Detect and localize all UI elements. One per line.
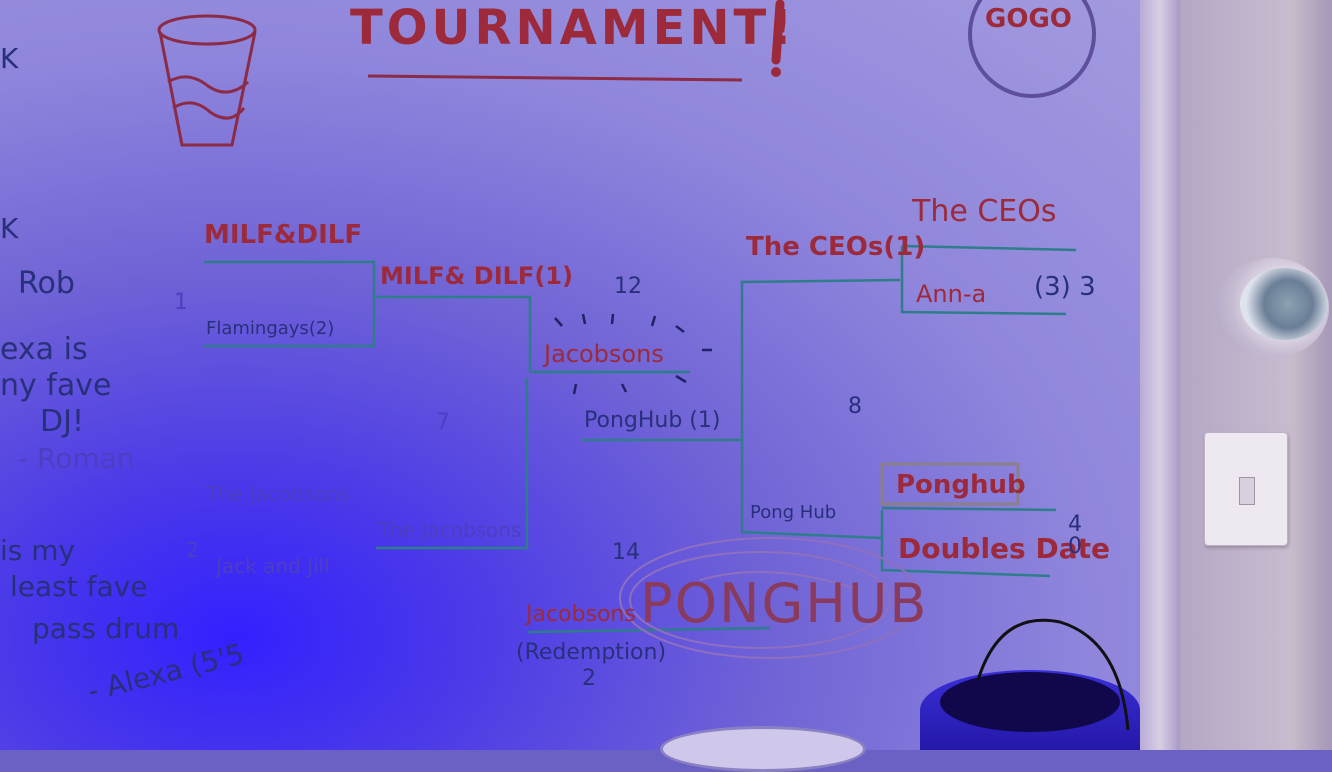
light-switch-toggle (1239, 477, 1255, 505)
light-switch-plate (1204, 432, 1288, 546)
bucket-handle (976, 618, 1130, 731)
team-jack-jill: Jack and Jill (216, 554, 330, 578)
note-k1: K (0, 42, 19, 75)
team-anna: Ann-a (916, 280, 987, 308)
number-14: 14 (612, 540, 640, 565)
logo-circle (968, 0, 1096, 98)
redemption-score: 2 (582, 666, 596, 691)
score-anna: (3) 3 (1034, 272, 1096, 302)
note1-sign: - Roman (18, 442, 135, 475)
number-7: 7 (436, 410, 450, 435)
team-flamingays: Flamingays(2) (206, 318, 335, 339)
note1-line2: ny fave (0, 368, 112, 403)
team-ceos-top: The CEOs (912, 194, 1057, 229)
cup-drawing (157, 14, 257, 147)
whiteboard (0, 0, 1170, 750)
team-ponghub-right: Ponghub (896, 470, 1026, 500)
score-doubles: 4 0 (1068, 512, 1082, 559)
winner-ponghub: PONGHUB (640, 572, 929, 635)
title: TOURNAMENT! (350, 0, 797, 56)
team-ponghub-mid: Pong Hub (750, 502, 837, 523)
team-jacobsons-r2: The Jacobsons (378, 518, 522, 542)
number-8: 8 (848, 394, 862, 419)
team-ponghub-r3: PongHub (1) (584, 408, 721, 433)
light-bulb (1240, 268, 1328, 340)
team-doubles-date: Doubles Date (898, 532, 1110, 565)
note2-line1: is my (0, 534, 76, 567)
team-milf-dilf-r1: MILF&DILF (204, 220, 363, 250)
whiteboard-frame (1140, 0, 1180, 750)
note1-line3: DJ! (40, 404, 84, 439)
number-2: 2 (186, 538, 199, 562)
logo-text: GOGO (985, 4, 1072, 34)
note-k2: K (0, 212, 19, 245)
team-ceos-semi: The CEOs(1) (746, 232, 926, 262)
team-milf-dilf-r2: MILF& DILF(1) (380, 262, 573, 290)
team-jacobsons-r3: Jacobsons (544, 340, 664, 368)
team-jacobsons-redemption: Jacobsons (526, 602, 636, 627)
number-1: 1 (174, 290, 188, 315)
note2-line2: least fave (10, 570, 148, 603)
pumpkin-bucket-opening (940, 672, 1120, 732)
drawings (157, 0, 1096, 659)
ponghub-scribble (619, 537, 921, 659)
redemption-label: (Redemption) (516, 640, 667, 665)
note2-line3: pass drum (32, 612, 180, 645)
door-frame (1290, 0, 1332, 750)
note1-line1: exa is (0, 332, 88, 367)
team-jacobsons-r1: The Jacobsons (206, 482, 350, 506)
number-12: 12 (614, 274, 642, 299)
note-rob: Rob (18, 266, 75, 301)
